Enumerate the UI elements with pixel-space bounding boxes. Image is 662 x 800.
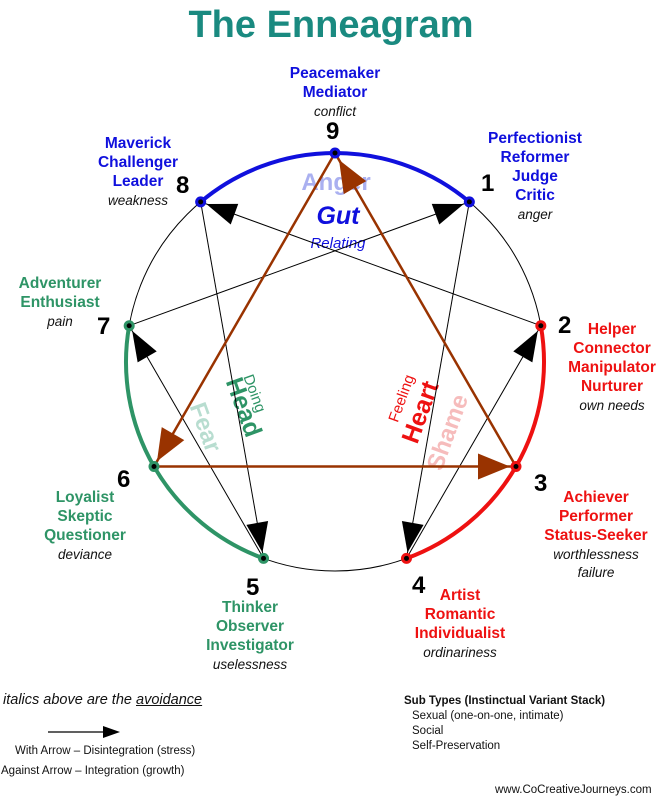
type-8-name-2: Challenger: [97, 154, 179, 171]
head-emotion-label: Fear: [184, 399, 227, 456]
type-6-name-3: Questioner: [44, 527, 126, 544]
arrowhead-6-to-3-icon: [477, 453, 510, 480]
type-9-label: Peacemaker Mediator conflict: [265, 64, 405, 122]
type-4-label: Artist Romantic Individualist ordinarine…: [400, 586, 520, 663]
type-6-avoidance: deviance: [57, 547, 113, 562]
type-1-label: Perfectionist Reformer Judge Critic ange…: [470, 129, 600, 225]
arrowhead-8-to-5-icon: [246, 521, 269, 553]
type-7-number: 7: [97, 313, 111, 340]
page-title: The Enneagram: [188, 4, 474, 46]
type-7-name-1: Adventurer: [18, 275, 102, 292]
type-2-name-3: Manipulator: [568, 359, 656, 376]
type-5-label: Thinker Observer Investigator uselessnes…: [185, 598, 315, 675]
type-6-name-2: Skeptic: [57, 508, 113, 525]
point-1-center: [466, 199, 472, 205]
type-1-name-1: Perfectionist: [488, 130, 582, 147]
type-8-name-3: Leader: [112, 173, 164, 190]
hexad-line-2-8: [200, 201, 541, 327]
type-9-name-1: Peacemaker: [289, 65, 381, 82]
type-1-name-2: Reformer: [500, 149, 570, 166]
arrowhead-5-to-7-icon: [132, 330, 157, 363]
type-9-name-2: Mediator: [302, 84, 368, 101]
type-2-name-1: Helper: [587, 321, 637, 338]
type-2-name-2: Connector: [573, 340, 651, 357]
avoidance-note: italics above are the avoidance: [3, 692, 202, 708]
hexad-line-1-4: [405, 201, 470, 559]
type-7-name-2: Enthusiast: [20, 294, 100, 311]
type-9-number: 9: [326, 118, 340, 145]
type-2-avoidance: own needs: [579, 398, 645, 413]
type-8-label: Maverick Challenger Leader weakness: [88, 134, 188, 211]
against-arrow-legend: Against Arrow – Integration (growth): [1, 765, 185, 777]
type-7-label: Adventurer Enthusiast pain: [0, 274, 120, 332]
type-9-avoidance: conflict: [313, 104, 357, 119]
arrowhead-7-to-1-icon: [431, 203, 464, 225]
type-5-name-1: Thinker: [222, 599, 278, 616]
hexad-line-7-1: [129, 201, 470, 327]
type-2-name-4: Nurturer: [580, 378, 643, 395]
arrowhead-1-to-4-icon: [401, 521, 424, 553]
type-6-label: Loyalist Skeptic Questioner deviance: [20, 488, 150, 565]
type-1-name-3: Judge: [512, 168, 558, 185]
type-4-avoidance: ordinariness: [423, 645, 497, 660]
point-5-center: [261, 555, 267, 561]
avoidance-note-emphasis: avoidance: [136, 692, 203, 708]
type-5-name-3: Investigator: [206, 637, 294, 654]
point-2-center: [538, 323, 544, 329]
type-6-number: 6: [117, 466, 131, 493]
legend-arrow-icon: [103, 726, 120, 738]
arrowhead-2-to-8-icon: [206, 203, 239, 225]
point-9-center: [332, 150, 338, 156]
subtype-item: Social: [412, 725, 444, 737]
type-1-name-4: Critic: [515, 187, 555, 204]
type-3-name-3: Status-Seeker: [544, 527, 648, 544]
type-6-name-1: Loyalist: [55, 489, 115, 506]
gut-mode-label: Relating: [310, 235, 366, 252]
type-7-avoidance: pain: [47, 314, 73, 329]
point-8-center: [198, 199, 204, 205]
website-link[interactable]: www.CoCreativeJourneys.com: [495, 784, 652, 796]
point-6-center: [151, 464, 157, 469]
triangle-line-9-6: [152, 152, 337, 468]
arrowhead-3-to-9-icon: [339, 159, 367, 195]
type-5-name-2: Observer: [215, 618, 285, 635]
type-3-avoidance: worthlessness: [553, 547, 639, 562]
type-4-name-3: Individualist: [414, 625, 506, 642]
type-4-name-1: Artist: [439, 587, 481, 604]
type-8-number: 8: [176, 172, 190, 199]
with-arrow-legend: With Arrow – Disintegration (stress): [15, 745, 196, 757]
point-7-center: [126, 323, 132, 329]
subtypes-title: Sub Types (Instinctual Variant Stack): [404, 695, 606, 707]
type-3-number: 3: [534, 470, 548, 497]
avoidance-note-prefix: italics above are the: [3, 692, 136, 708]
type-4-name-2: Romantic: [424, 606, 496, 623]
subtype-item: Sexual (one-on-one, intimate): [412, 710, 564, 722]
gut-center-label: Gut: [316, 202, 361, 230]
type-2-number: 2: [558, 312, 572, 339]
point-4-center: [403, 555, 409, 561]
type-1-number: 1: [481, 170, 495, 197]
type-3-name-2: Performer: [558, 508, 634, 525]
type-5-number: 5: [246, 574, 260, 601]
type-3-name-1: Achiever: [563, 489, 629, 506]
arrowhead-9-to-6-icon: [157, 427, 185, 462]
subtype-item: Self-Preservation: [412, 740, 501, 752]
type-5-avoidance: uselessness: [212, 657, 288, 672]
arrowhead-4-to-2-icon: [513, 330, 538, 363]
type-2-label: Helper Connector Manipulator Nurturer ow…: [562, 320, 662, 416]
type-3-label: Achiever Performer Status-Seeker worthle…: [530, 488, 662, 583]
type-1-avoidance: anger: [517, 207, 553, 222]
triangle-line-3-9: [333, 152, 518, 468]
point-3-center: [513, 464, 519, 469]
type-3-avoidance-2: failure: [577, 565, 615, 580]
type-4-number: 4: [412, 572, 426, 599]
hexad-line-5-7: [128, 325, 264, 559]
hexad-line-4-2: [406, 325, 542, 559]
type-8-name-1: Maverick: [104, 135, 172, 152]
hexad-line-8-5: [200, 201, 265, 559]
type-8-avoidance: weakness: [107, 193, 169, 208]
